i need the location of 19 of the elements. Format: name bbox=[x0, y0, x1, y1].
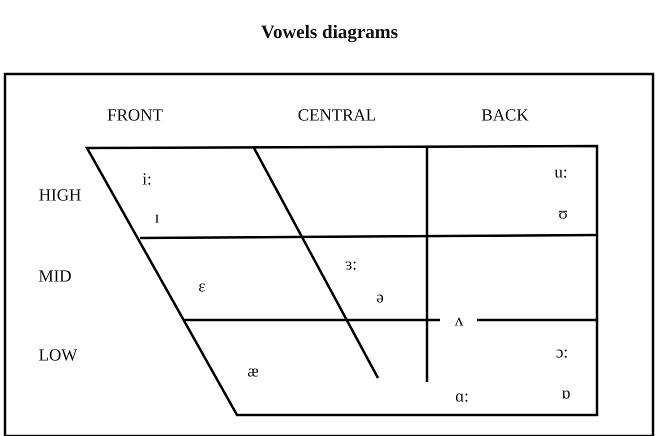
vowel-symbol: ʌ bbox=[454, 312, 464, 330]
axis-label: HIGH bbox=[38, 186, 82, 206]
vowel-symbol: ɑ: bbox=[455, 388, 469, 406]
axis-label: CENTRAL bbox=[298, 106, 376, 126]
vowel-symbol: ʊ bbox=[558, 204, 568, 224]
diagram-title: Vowels diagrams bbox=[260, 22, 400, 44]
vowel-symbol: ə bbox=[376, 288, 384, 308]
vowel-symbol: ɜ: bbox=[345, 256, 357, 274]
vowel-symbol: æ bbox=[247, 362, 259, 382]
axis-label: LOW bbox=[38, 346, 78, 366]
vowel-symbol: ɪ bbox=[154, 208, 160, 228]
vowel-symbol: ɔ: bbox=[556, 344, 568, 362]
axis-label: BACK bbox=[481, 106, 529, 126]
axis-label: MID bbox=[38, 268, 72, 286]
vowel-symbol: ɛ bbox=[198, 278, 206, 296]
vowel-symbol: i: bbox=[142, 170, 152, 190]
vowel-symbol: u: bbox=[554, 164, 568, 182]
vowel-symbol: ɒ bbox=[562, 384, 570, 404]
axis-label: FRONT bbox=[107, 106, 163, 126]
